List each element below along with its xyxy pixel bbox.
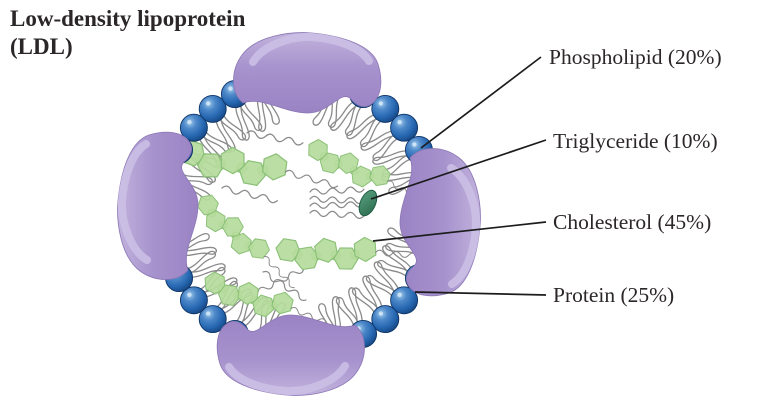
label-protein: Protein (25%) (553, 283, 674, 307)
phospholipid-tail (235, 100, 263, 141)
lipid-squiggle (262, 270, 307, 302)
phospholipid-head (371, 94, 400, 123)
label-cholesterol: Cholesterol (45%) (553, 210, 711, 234)
phospholipid-head (390, 113, 419, 142)
page-title-line2: (LDL) (10, 34, 73, 59)
phospholipid-head (198, 305, 227, 334)
phospholipid-head (390, 286, 419, 315)
leader-line-protein (414, 291, 547, 296)
triglyceride-head (358, 189, 378, 217)
cholesterol-molecule (204, 271, 334, 327)
cholesterol-molecule (197, 194, 295, 289)
leader-line-phospholipid (420, 56, 542, 149)
triglyceride-molecule (309, 186, 378, 219)
lipid-squiggle (221, 185, 278, 204)
phospholipid-head (371, 305, 400, 334)
label-phospholipid: Phospholipid (20%) (549, 45, 722, 69)
cholesterol-molecule (308, 138, 426, 204)
triglyceride-tail (309, 186, 365, 195)
phospholipid-tail (256, 92, 280, 132)
label-triglyceride: Triglyceride (10%) (553, 129, 718, 153)
lipid-squiggle (257, 268, 305, 293)
lipid-core-layer (178, 130, 426, 327)
lipid-squiggle (246, 130, 304, 146)
protein-blob-left (118, 132, 198, 279)
triglyceride-tail (309, 195, 365, 205)
page-title-line1: Low-density lipoprotein (10, 6, 246, 31)
leader-line-triglyceride (370, 139, 547, 200)
protein-blob-bottom (217, 315, 364, 395)
protein-blobs (118, 33, 481, 396)
phospholipid-tail (330, 100, 363, 137)
phospholipid-tail (376, 245, 413, 278)
phospholipid-head (179, 286, 208, 315)
phospholipid-tail (177, 233, 217, 257)
triglyceride-tail (309, 201, 365, 209)
protein-blob-top (234, 33, 381, 113)
leader-line-cholesterol (372, 221, 547, 242)
phospholipid-head (198, 94, 227, 123)
phospholipid-head (179, 113, 208, 142)
protein-blob-right (400, 149, 480, 296)
cholesterol-molecule (275, 236, 426, 271)
phospholipid-tail (335, 287, 363, 328)
triglyceride-tail (309, 209, 365, 219)
phospholipid-tail (185, 250, 226, 278)
